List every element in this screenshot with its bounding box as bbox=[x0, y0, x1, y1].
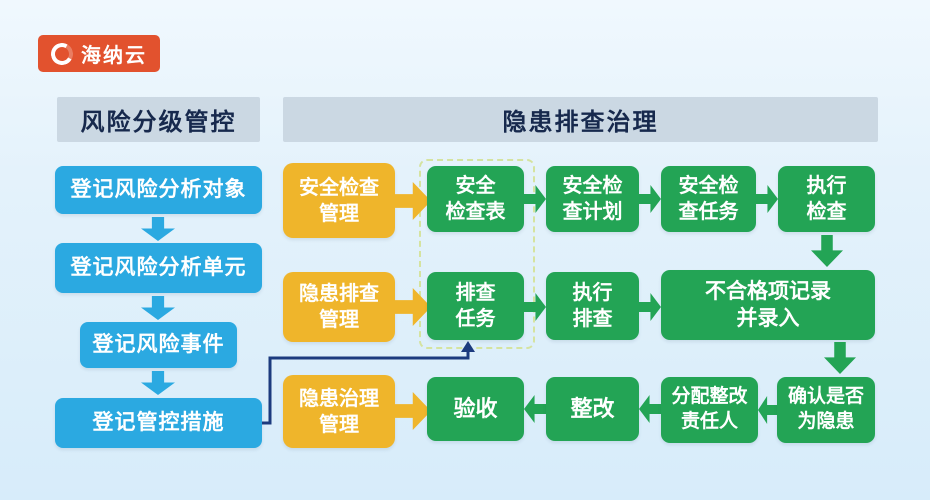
header-risk-grading-control: 风险分级管控 bbox=[57, 97, 260, 142]
arrow-down-icon bbox=[824, 342, 856, 374]
arrow-right-icon bbox=[756, 185, 778, 213]
arrow-right-icon bbox=[393, 288, 431, 326]
manager-hazard-treatment: 隐患治理 管理 bbox=[283, 375, 395, 448]
arrow-right-icon bbox=[393, 182, 431, 220]
arrow-left-icon bbox=[758, 396, 777, 424]
arrow-down-icon bbox=[141, 371, 175, 395]
arrow-right-icon bbox=[639, 293, 661, 321]
brand-name: 海纳云 bbox=[81, 45, 147, 67]
arrow-left-icon bbox=[524, 395, 546, 423]
header-hazard-inspection-treatment: 隐患排查治理 bbox=[283, 97, 878, 142]
arrow-right-icon bbox=[393, 392, 431, 430]
step-safety-check-plan: 安全检 查计划 bbox=[546, 166, 639, 232]
step-register-risk-unit: 登记风险分析单元 bbox=[55, 243, 262, 293]
manager-hazard-inspection: 隐患排查 管理 bbox=[283, 272, 395, 342]
step-register-risk-object: 登记风险分析对象 bbox=[55, 166, 262, 214]
arrow-left-icon bbox=[639, 395, 661, 423]
step-safety-check-task: 安全检 查任务 bbox=[661, 166, 756, 232]
step-confirm-hazard: 确认是否 为隐患 bbox=[777, 377, 875, 443]
step-register-risk-event: 登记风险事件 bbox=[80, 322, 237, 368]
arrow-down-icon bbox=[811, 235, 843, 267]
brand-c-icon bbox=[48, 40, 76, 67]
arrow-right-icon bbox=[524, 293, 546, 321]
step-execute-check: 执行 检查 bbox=[778, 166, 875, 232]
step-execute-inspection: 执行 排查 bbox=[546, 272, 639, 340]
step-acceptance: 验收 bbox=[427, 377, 524, 441]
arrow-down-icon bbox=[141, 217, 175, 241]
arrow-down-icon bbox=[141, 296, 175, 320]
manager-safety-inspection: 安全检查 管理 bbox=[283, 163, 395, 238]
step-assign-rectifier: 分配整改 责任人 bbox=[661, 377, 758, 443]
step-record-nonconforming-items: 不合格项记录 并录入 bbox=[661, 270, 875, 340]
step-rectification: 整改 bbox=[546, 377, 639, 441]
step-register-control-measures: 登记管控措施 bbox=[55, 398, 262, 448]
brand-logo: 海纳云 bbox=[38, 35, 160, 72]
step-inspection-task: 排查 任务 bbox=[427, 272, 524, 340]
arrow-right-icon bbox=[639, 185, 661, 213]
arrow-right-icon bbox=[524, 185, 546, 213]
step-safety-checklist: 安全 检查表 bbox=[427, 166, 524, 232]
